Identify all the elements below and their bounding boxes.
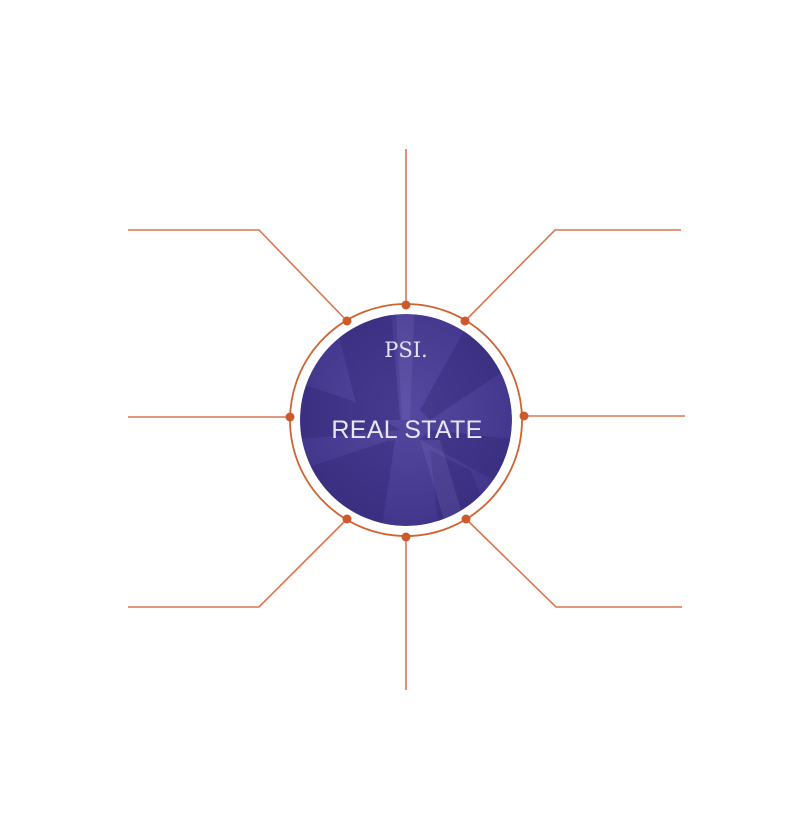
connectors [128,149,685,690]
dot-top-right [460,316,470,326]
dot-bottom [401,532,411,542]
dot-top [401,300,411,310]
center-title: REAL STATE [331,416,482,444]
dot-left [285,412,295,422]
dot-right [519,411,529,421]
connector-bottom-left [128,518,348,608]
dot-bottom-right [461,514,471,524]
connector-bottom-right [465,518,682,608]
dot-bottom-left [342,514,352,524]
dot-top-left [342,316,352,326]
connector-top-left [128,229,348,322]
ring-dots [285,300,529,542]
connector-top-right [464,229,681,322]
brand-logo: PSI. [384,338,428,362]
